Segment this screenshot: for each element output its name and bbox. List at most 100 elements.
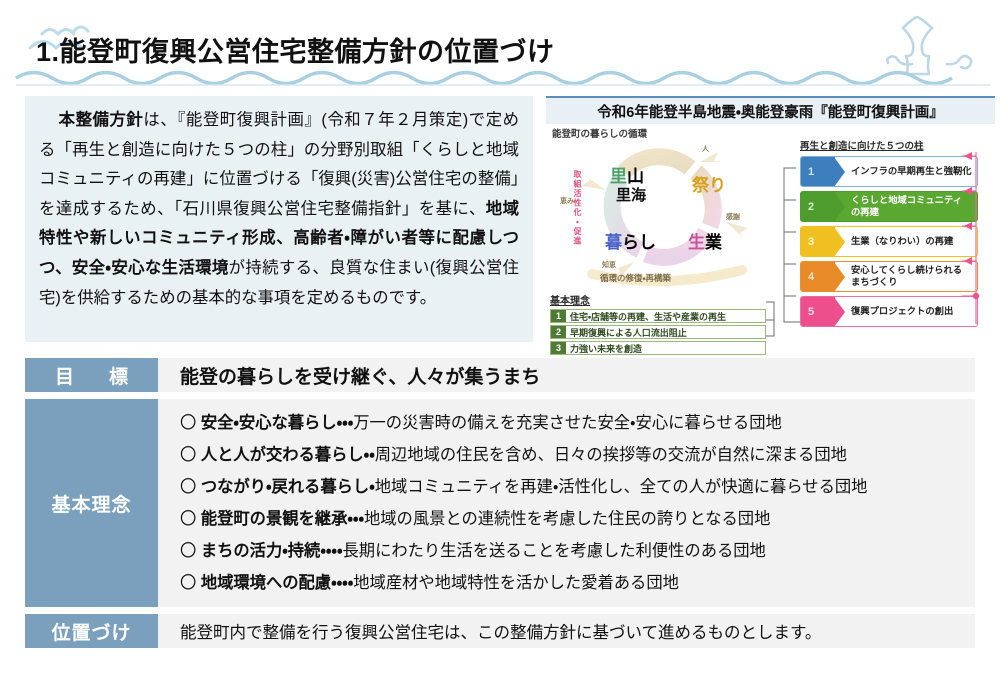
kihon-item: 1 住宅・店舗等の再建、生活や産業の再生 (550, 309, 766, 323)
list-item: 〇 地域環境への配慮・・・・地域産材や地域特性を活かした愛着ある団地 (180, 567, 965, 599)
list-item-rest: 地域産材や地域特性を活かした愛着ある団地 (353, 573, 679, 592)
list-item-bold: 安全・安心な暮らし (200, 413, 337, 432)
bracket-connectors-icon (766, 167, 800, 337)
lifestyle-cycle: 里山 里海 祭り 暮らし 生業 人 恵み 感謝 知恵 循環の修復・再構築 (550, 138, 782, 288)
list-item-dots: ・・ (363, 445, 375, 464)
feedback-side-note: 取組活性化・促進 (573, 170, 582, 246)
list-marker: 〇 (180, 509, 197, 528)
feedback-arrows-icon (962, 152, 980, 324)
cycle-node-nariwai: 生業 (688, 233, 722, 252)
diagram-body: 能登町の暮らしの循環 (546, 124, 995, 355)
kihon-item-text: 早期復興による人口流出阻止 (570, 327, 687, 338)
five-pillars-title: 再生と創造に向けた５つの柱 (800, 141, 924, 152)
list-marker: 〇 (180, 445, 197, 464)
list-item-bold: 地域環境への配慮 (200, 573, 332, 592)
list-item: 〇 つながり・戻れる暮らし・地域コミュニティを再建・活性化し、全ての人が快適に暮… (180, 471, 965, 503)
cycle-caption: 能登町の暮らしの循環 (552, 129, 648, 140)
list-item-bold: つながり・戻れる暮らし (200, 477, 370, 496)
table-row-principles: 基本理念 〇 安全・安心な暮らし・・・万一の災害時の備えを充実させた安全・安心に… (25, 399, 975, 607)
pillar-number: 2 (801, 192, 845, 221)
kihon-item-number: 1 (551, 310, 566, 322)
list-item-dots: ・ (369, 477, 375, 496)
kihon-item-text: 住宅・店舗等の再建、生活や産業の再生 (570, 311, 727, 322)
squid-icon (886, 15, 973, 76)
pillar-number: 5 (801, 297, 845, 326)
cycle-node-satoyama: 里山 (610, 167, 644, 186)
cycle-arrow-label-megumi: 恵み (560, 198, 574, 205)
diagram-header: 令和6年能登半島地震・奥能登豪雨『能登町復興計画』 (546, 98, 995, 124)
list-item: 〇 人と人が交わる暮らし・・周辺地域の住民を含め、日々の挨拶等の交流が自然に深ま… (180, 439, 965, 471)
policy-table: 目 標 能登の暮らしを受け継ぐ、人々が集うまち 基本理念 〇 安全・安心な暮らし… (25, 358, 975, 648)
list-item-rest: 地域コミュニティを再建・活性化し、全ての人が快適に暮らせる団地 (374, 477, 868, 496)
list-item: 〇 能登町の景観を継承・・・地域の風景との連続性を考慮した住民の誇りとなる団地 (180, 503, 965, 535)
intro-seg-1: は、『能登町復興計画』(令和７年２月策定)で定める「再生と創造に向けた５つの柱」… (39, 111, 520, 218)
list-marker: 〇 (180, 413, 197, 432)
pillar-number: 1 (801, 157, 845, 186)
wave-line-icon (15, 70, 953, 86)
pillar-item-3[interactable]: 3 生業（なりわい）の再建 (800, 226, 978, 257)
row-label-goal: 目 標 (25, 358, 158, 392)
title-banner: 1.能登町復興公営住宅整備方針の位置づけ (0, 0, 1000, 92)
cycle-node-matsuri: 祭り (692, 176, 726, 195)
kihon-item-text: 力強い未来を創造 (570, 343, 643, 354)
row-label-positioning: 位置づけ (25, 614, 158, 648)
pillar-number: 3 (801, 227, 845, 256)
row-value-goal: 能登の暮らしを受け継ぐ、人々が集うまち (158, 358, 975, 392)
pillar-item-5[interactable]: 5 復興プロジェクトの創出 (800, 296, 978, 327)
pillar-item-4[interactable]: 4 安心してくらし続けられる まちづくり (800, 261, 978, 292)
kihon-item-number: 2 (551, 326, 566, 338)
list-item-dots: ・・・ (347, 509, 364, 528)
list-item: 〇 まちの活力・持続・・・・長期にわたり生活を送ることを考慮した利便性のある団地 (180, 535, 965, 567)
pillar-label: 復興プロジェクトの創出 (851, 305, 954, 316)
row-divider (25, 607, 975, 614)
principles-list: 〇 安全・安心な暮らし・・・万一の災害時の備えを充実させた安全・安心に暮らせる団… (158, 399, 975, 607)
list-marker: 〇 (180, 477, 197, 496)
cycle-arrow-label-hito: 人 (702, 146, 709, 153)
five-pillars-block: 再生と創造に向けた５つの柱 1 インフラの早期再生と強靭化 2 くらしと地域コミ… (782, 138, 978, 331)
list-item-rest: 長期にわたり生活を送ることを考慮した利便性のある団地 (342, 541, 766, 560)
row-value-positioning: 能登町内で整備を行う復興公営住宅は、この整備方針に基づいて進めるものとします。 (158, 614, 975, 648)
list-item-bold: 能登町の景観を継承 (200, 509, 348, 528)
kihon-rinen-title: 基本理念 (550, 296, 590, 307)
pillar-number: 4 (801, 262, 845, 291)
pillar-item-1[interactable]: 1 インフラの早期再生と強靭化 (800, 156, 978, 187)
pillar-label: 生業（なりわい）の再建 (851, 235, 954, 246)
birds-icon (28, 25, 90, 50)
list-item-dots: ・・・ (336, 413, 354, 432)
table-row-positioning: 位置づけ 能登町内で整備を行う復興公営住宅は、この整備方針に基づいて進めるものと… (25, 614, 975, 648)
cycle-arrows-icon (582, 148, 748, 287)
intro-paragraph: 本整備方針は、『能登町復興計画』(令和７年２月策定)で定める「再生と創造に向けた… (39, 106, 519, 313)
list-item: 〇 安全・安心な暮らし・・・万一の災害時の備えを充実させた安全・安心に暮らせる団… (180, 407, 965, 439)
list-item-rest: 地域の風景との連続性を考慮した住民の誇りとなる団地 (363, 509, 771, 528)
cycle-node-kurashi: 暮らし (605, 233, 656, 252)
list-item-bold: 人と人が交わる暮らし (200, 445, 364, 464)
pillar-label: 安心してくらし続けられる まちづくり (851, 265, 963, 287)
intro-seg-2: 地域特性や新しいコミュニティ形成、高齢者・障がい者等に配慮しつつ、安全・安心な生… (39, 199, 520, 277)
list-item-dots: ・・・・ (331, 573, 354, 592)
recovery-plan-diagram: 令和6年能登半島地震・奥能登豪雨『能登町復興計画』 能登町の暮らしの循環 (546, 96, 995, 355)
kihon-item-number: 3 (551, 342, 566, 354)
list-item-dots: ・・・・ (320, 541, 343, 560)
pillar-label: くらしと地域コミュニティ の再建 (851, 195, 963, 217)
kihon-item: 3 力強い未来を創造 (550, 341, 766, 355)
cycle-bottom-label: 循環の修復・再構築 (600, 273, 671, 283)
pillar-item-2[interactable]: 2 くらしと地域コミュニティ の再建 (800, 191, 978, 222)
list-marker: 〇 (180, 541, 197, 560)
list-marker: 〇 (180, 573, 197, 592)
list-item-bold: まちの活力・持続 (200, 541, 321, 560)
cycle-node-satoumi: 里海 (616, 187, 647, 204)
kihon-rinen-block: 基本理念 1 住宅・店舗等の再建、生活や産業の再生 2 早期復興による人口流出阻… (550, 292, 766, 357)
intro-panel: 本整備方針は、『能登町復興計画』(令和７年２月策定)で定める「再生と創造に向けた… (25, 96, 533, 342)
kihon-item: 2 早期復興による人口流出阻止 (550, 325, 766, 339)
intro-seg-3: が持続する、良質な住まい(復興公営住宅)を供給するための基本的な事項を定めるもの… (39, 258, 519, 307)
page-title: 1.能登町復興公営住宅整備方針の位置づけ (36, 37, 555, 67)
row-divider (25, 392, 975, 399)
pillar-label: インフラの早期再生と強靭化 (851, 165, 972, 176)
cycle-arrow-label-kansha: 感謝 (726, 214, 740, 221)
row-label-principles: 基本理念 (25, 399, 158, 607)
list-item-rest: 周辺地域の住民を含め、日々の挨拶等の交流が自然に深まる団地 (374, 445, 847, 464)
table-row-goal: 目 標 能登の暮らしを受け継ぐ、人々が集うまち (25, 358, 975, 392)
cycle-arrow-label-chie: 知恵 (602, 262, 616, 269)
intro-seg-0: 本整備方針 (58, 111, 144, 129)
